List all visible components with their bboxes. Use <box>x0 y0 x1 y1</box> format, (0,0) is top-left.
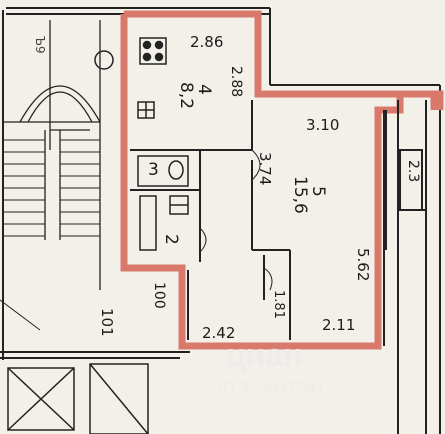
room-5-side-depth: 3.74 <box>256 152 274 186</box>
bathtub-icon <box>139 195 157 251</box>
room-4-area: 8,2 <box>176 82 196 110</box>
riser-circle <box>94 50 114 70</box>
watermark-brand: циан <box>226 337 303 373</box>
room-5-number: 5 <box>308 186 328 197</box>
room-1-depth: 1.81 <box>271 290 286 319</box>
room-4-width: 2.86 <box>190 33 224 51</box>
room-4-number: 4 <box>194 84 214 95</box>
label-101: 101 <box>98 308 116 337</box>
stove-icon <box>139 37 167 65</box>
room-5-area: 15,6 <box>290 176 310 214</box>
toilet-icon <box>168 160 184 180</box>
watermark-id: ID 323037291 <box>218 378 325 397</box>
room-5-depth: 5.62 <box>354 248 372 282</box>
stair-text: Ъ9 <box>33 36 47 54</box>
bath-block <box>137 155 189 187</box>
room-1-width: 2.42 <box>202 324 236 342</box>
room-5-width: 3.10 <box>306 116 340 134</box>
balcony <box>397 100 427 434</box>
balcony-size: 2.3 <box>405 160 421 183</box>
label-100: 100 <box>151 282 167 309</box>
room-5-extra-width: 2.11 <box>322 316 356 334</box>
room-2-number: 2 <box>161 234 181 245</box>
room-4-depth: 2.88 <box>228 66 244 98</box>
room-3-number: 3 <box>148 160 159 180</box>
